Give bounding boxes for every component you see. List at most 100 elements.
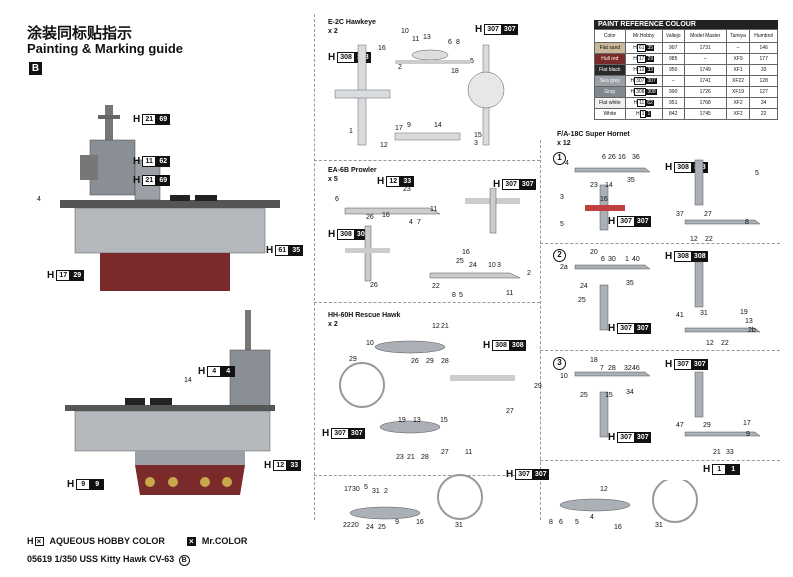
- c-code: 33: [646, 67, 655, 73]
- callout-number: 8: [452, 292, 456, 299]
- footer-text: 05619 1/350 USS Kitty Hawk CV-63: [27, 554, 175, 564]
- col-header: Mr.Hobby: [624, 29, 663, 43]
- callout-number: 36: [632, 154, 640, 161]
- callout-number: 46: [632, 365, 640, 372]
- callout-number: 14: [434, 122, 442, 129]
- callout-number: 30: [352, 486, 360, 493]
- humbrol-code: 128: [749, 75, 778, 87]
- callout-number: 12: [706, 340, 714, 347]
- callout-number: 29: [349, 356, 357, 363]
- callout-number: 22: [705, 236, 713, 243]
- callout-number: 5: [560, 221, 564, 228]
- callout-number: 30: [608, 256, 616, 263]
- callout-number: 14: [605, 182, 613, 189]
- model-master-code: –: [683, 53, 727, 65]
- callout-number: 4: [409, 219, 413, 226]
- callout-number: 10: [488, 262, 496, 269]
- section-divider: [314, 160, 540, 161]
- callout-number: 24: [469, 262, 477, 269]
- legend: H × AQUEOUS HOBBY COLOR × Mr.COLOR: [27, 536, 247, 546]
- callout-number: 13: [413, 417, 421, 424]
- vallejo-code: 990: [661, 86, 685, 98]
- mr-color-label: Mr.COLOR: [201, 536, 248, 546]
- section-divider: [540, 460, 780, 461]
- e2c-count: x 2: [328, 28, 338, 35]
- callout-number: 26: [608, 154, 616, 161]
- tamiya-code: XF2: [725, 108, 751, 120]
- ea6b-title: EA-6B Prowler: [328, 167, 377, 174]
- callout-number: 25: [578, 297, 586, 304]
- e2c-illustrations: [334, 44, 505, 146]
- c-code: 307: [646, 78, 657, 84]
- h-code: 308: [634, 88, 647, 96]
- callout-number: 16: [462, 249, 470, 256]
- tamiya-code: XF19: [725, 86, 751, 98]
- callout-number: 27: [441, 449, 449, 456]
- hh60-title: HH-60H Rescue Hawk: [328, 312, 401, 319]
- callout-number: 5: [364, 484, 368, 491]
- callout-number: 23: [396, 454, 404, 461]
- c-code: 35: [646, 45, 655, 51]
- callout-number: 8: [456, 39, 460, 46]
- callout-number: 16: [614, 524, 622, 531]
- callout-number: 47: [676, 422, 684, 429]
- callout-number: 7: [600, 365, 604, 372]
- scheme-number: 2: [553, 249, 566, 262]
- model-master-code: 1726: [683, 86, 727, 98]
- e2c-title: E-2C Hawkeye: [328, 19, 376, 26]
- callout-number: 18: [451, 68, 459, 75]
- c-code: 29: [646, 56, 655, 62]
- callout-number: 12: [380, 142, 388, 149]
- callout-number: 17: [395, 125, 403, 132]
- callout-number: 10: [401, 28, 409, 35]
- fa18-count: x 12: [557, 140, 571, 147]
- callout-number: 31: [700, 310, 708, 317]
- vallejo-code: 907: [661, 42, 685, 54]
- callout-number: 20: [590, 249, 598, 256]
- mr-color-box-icon: ×: [186, 536, 196, 546]
- callout-number: 19: [740, 309, 748, 316]
- callout-number: 22: [432, 283, 440, 290]
- humbrol-code: 22: [749, 108, 778, 120]
- callout-number: 41: [676, 312, 684, 319]
- aqueous-box-icon: ×: [34, 536, 44, 546]
- callout-number: 17: [743, 420, 751, 427]
- callout-number: 31: [372, 488, 380, 495]
- color-swatch: Hull red: [594, 53, 626, 65]
- callout-number: 23: [590, 182, 598, 189]
- tamiya-code: XF2: [725, 97, 751, 109]
- callout-number: 9: [407, 122, 411, 129]
- fa18-title: F/A-18C Super Hornet: [557, 131, 630, 138]
- callout-number: 28: [608, 365, 616, 372]
- h-mark: H: [630, 78, 635, 84]
- hh60-count: x 2: [328, 321, 338, 328]
- col-header: Humbrol: [749, 29, 778, 43]
- callout-number: 17: [344, 486, 352, 493]
- col-header: Model Master: [683, 29, 727, 43]
- callout-number: 29: [426, 358, 434, 365]
- model-master-code: 1745: [683, 108, 727, 120]
- callout-number: 5: [470, 58, 474, 65]
- callout-number: 5: [575, 519, 579, 526]
- callout-number: 6: [601, 256, 605, 263]
- callout-number: 15: [474, 132, 482, 139]
- callout-number: 2b: [748, 327, 756, 334]
- vallejo-code: 951: [661, 97, 685, 109]
- h-code: 61: [636, 44, 647, 52]
- callout-number: 3: [560, 194, 564, 201]
- callout-number: 6: [335, 196, 339, 203]
